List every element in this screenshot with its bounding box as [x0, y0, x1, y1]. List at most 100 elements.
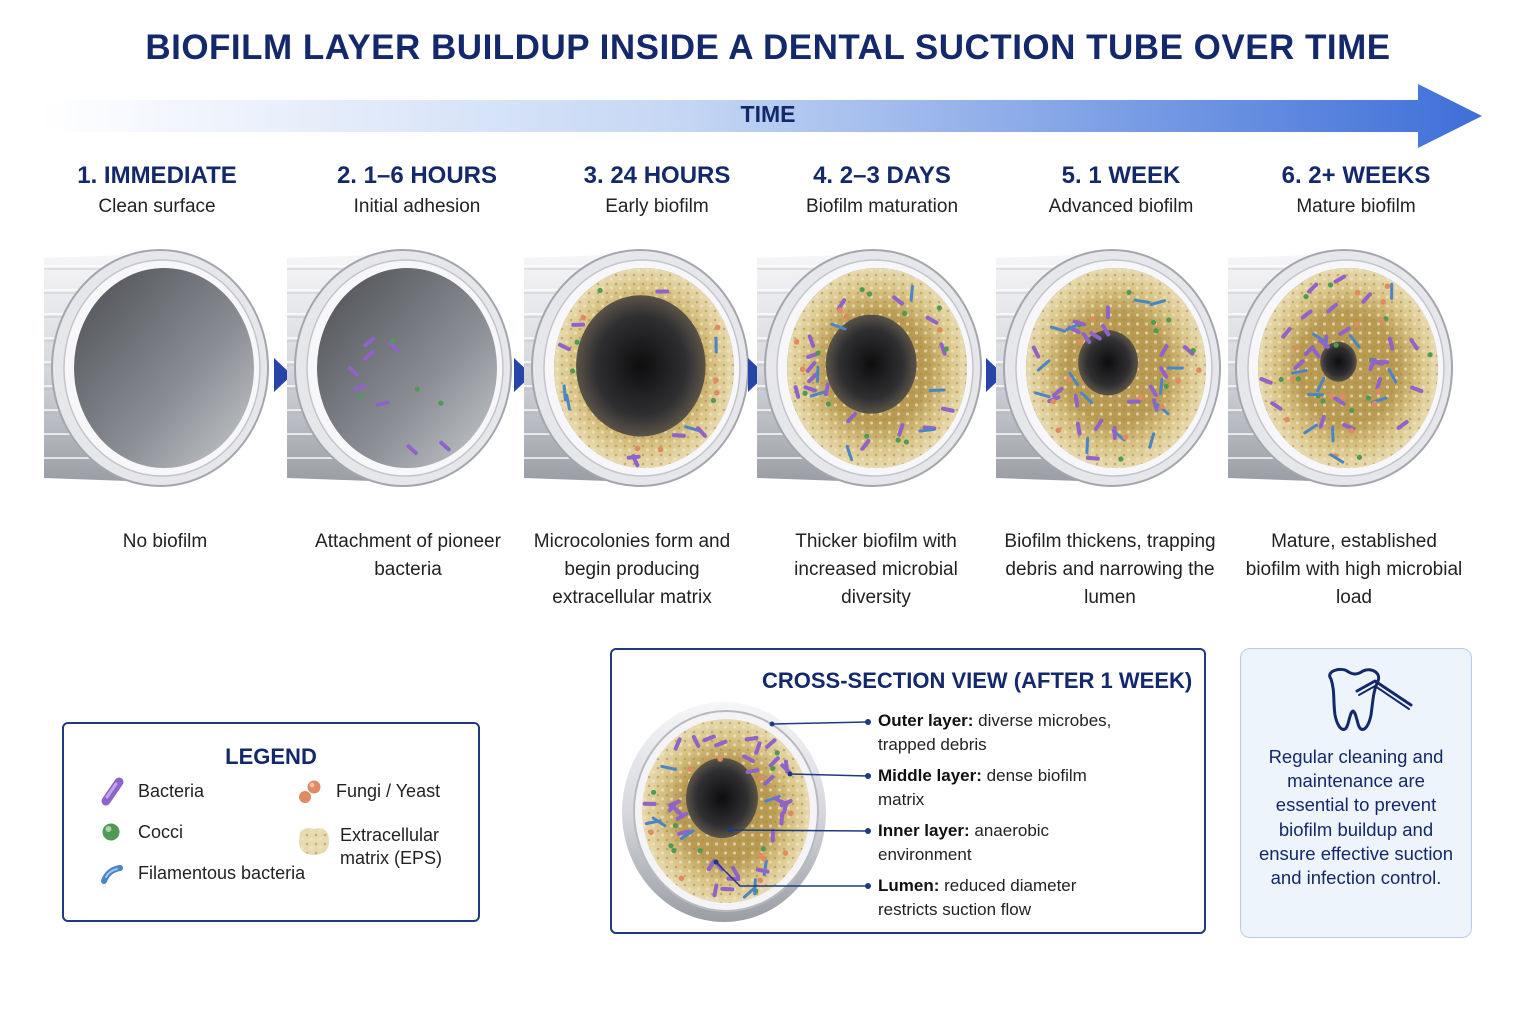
coccus-mark [671, 847, 677, 854]
page-title: BIOFILM LAYER BUILDUP INSIDE A DENTAL SU… [145, 28, 1391, 67]
bacteria-mark [347, 366, 360, 378]
fungi-mark [1137, 394, 1144, 401]
legend-item-filamentous: Filamentous bacteria [98, 860, 305, 886]
coccus-mark [672, 822, 679, 829]
callout-text: anaerobic [974, 821, 1050, 840]
legend-label: Extracellular matrix (EPS) [340, 825, 443, 868]
bacteria-mark [1182, 345, 1195, 356]
fungi-mark [714, 324, 721, 331]
bacteria-mark [1300, 309, 1313, 320]
fungi-mark [1122, 434, 1129, 441]
cross-section-illustration [622, 702, 826, 922]
bacteria-mark [1281, 326, 1292, 339]
fungi-mark [787, 810, 794, 817]
stage-arrow-icon [986, 358, 1004, 392]
legend-label: Fungi / Yeast [336, 781, 441, 801]
filamentous-mark [1036, 359, 1051, 372]
legend-item-fungi: Fungi / Yeast [296, 776, 440, 806]
bacteria-mark [1158, 366, 1169, 379]
stage-3-description: Microcolonies form and begin producing e… [533, 531, 731, 608]
stage-subtitle: Mature biofilm [1296, 196, 1416, 217]
fungi-mark [761, 855, 767, 862]
callout-text: dense biofilm [986, 766, 1087, 785]
stage-2-description: Attachment of pioneer bacteria [315, 531, 501, 580]
coccus-mark [438, 400, 444, 406]
cleaning-tip-text: Regular cleaning and maintenance are ess… [1258, 746, 1454, 889]
filamentous-mark [1148, 432, 1156, 449]
bacteria-mark [696, 426, 707, 438]
fungi-mark [713, 377, 719, 383]
coccus-mark [1126, 289, 1132, 295]
filamentous-mark [1068, 371, 1080, 387]
filamentous-mark [1079, 391, 1094, 405]
bacteria-mark [897, 423, 905, 437]
filamentous-mark [1034, 391, 1051, 399]
bacteria-mark [1159, 344, 1169, 357]
bacteria-mark [712, 883, 719, 898]
bacteria-mark [807, 334, 816, 348]
filamentous-mark [809, 390, 827, 398]
microbe-marks [1259, 274, 1433, 464]
legend-item-cocci: Cocci [98, 820, 183, 846]
callout-inner-layer: Inner layer: anaerobic environment [878, 819, 1178, 867]
matrix-icon [299, 828, 330, 855]
filamentous-mark [1331, 425, 1335, 443]
coccus-mark [1278, 376, 1284, 383]
bacteria-mark [1410, 385, 1424, 394]
filamentous-mark [1316, 376, 1326, 393]
stage-number: 2. 1–6 HOURS [336, 162, 498, 189]
coccus-mark [1303, 293, 1309, 300]
cleaning-tip-panel: Regular cleaning and maintenance are ess… [1240, 648, 1472, 938]
fungi-mark [1340, 393, 1346, 400]
bacteria-mark [714, 739, 728, 748]
fungi-mark [799, 366, 806, 373]
bacteria-mark [1148, 384, 1158, 398]
bacteria-mark [671, 805, 683, 817]
bacteria-mark [691, 735, 701, 748]
filamentous-mark [1085, 437, 1090, 454]
fungi-mark [1289, 376, 1296, 382]
fungi-mark [757, 877, 763, 884]
stage-subtitle: Biofilm maturation [805, 196, 959, 217]
bacteria-mark [375, 400, 390, 407]
callout-label: Lumen: [878, 876, 940, 895]
bacteria-mark [1326, 302, 1338, 314]
coccus-mark [936, 305, 942, 311]
bacteria-mark [730, 865, 741, 879]
fungi-mark [793, 339, 800, 345]
coccus-mark [1150, 319, 1157, 326]
bacteria-mark [1318, 414, 1326, 429]
fungi-mark [1284, 416, 1290, 423]
fungi-mark [837, 307, 843, 314]
bacteria-mark [363, 350, 375, 361]
filamentous-mark [918, 427, 936, 433]
fungi-mark [782, 850, 789, 856]
bacteria-mark [631, 454, 640, 468]
stage-arrow-icon [514, 358, 532, 392]
bacteria-mark [824, 382, 830, 397]
stage-subtitle: Advanced biofilm [1048, 196, 1194, 217]
bacteria-mark [1085, 455, 1100, 461]
filamentous-mark [909, 284, 914, 302]
coccus-mark [668, 843, 674, 849]
legend-item-bacteria: Bacteria [98, 776, 204, 806]
bacteria-mark [1101, 323, 1111, 337]
bacteria-mark [846, 411, 858, 424]
fungi-mark [936, 327, 943, 333]
bacteria-mark [1333, 274, 1347, 284]
microbe-marks [347, 336, 451, 456]
fungi-mark [1196, 367, 1202, 373]
coccus-mark [697, 848, 703, 854]
stage-number: 1. IMMEDIATE [77, 162, 237, 189]
bacteria-mark [939, 342, 947, 356]
fungi-mark [1090, 316, 1096, 322]
bacteria-mark [363, 336, 376, 348]
microbe-marks [557, 287, 721, 468]
fungi-mark [1354, 321, 1360, 327]
fungi-mark [1375, 388, 1382, 394]
coccus-mark [825, 401, 832, 407]
callout-text: trapped debris [878, 735, 987, 754]
coccus-mark [390, 338, 396, 344]
fungi-mark [580, 314, 587, 321]
